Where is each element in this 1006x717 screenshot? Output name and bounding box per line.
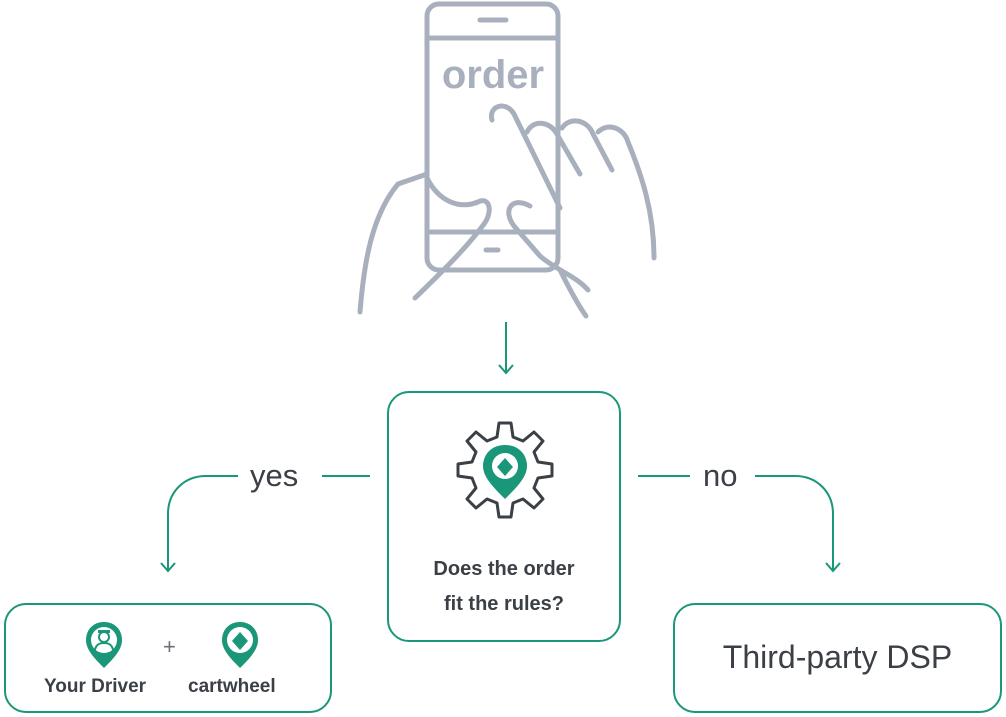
connector-yes: [160, 475, 370, 573]
connector-no: [638, 475, 841, 573]
third-party-dsp-box: Third-party DSP: [673, 603, 1002, 713]
decision-box: Does the order fit the rules?: [387, 391, 621, 642]
decision-text-line1: Does the order: [433, 558, 575, 580]
gear-icon: [456, 421, 554, 519]
cartwheel-pin-icon: [222, 622, 258, 668]
plus-sign: +: [163, 634, 176, 659]
no-label: no: [703, 458, 738, 493]
driver-pin-icon: [86, 622, 122, 668]
phone-screen-text: order: [442, 53, 544, 97]
your-driver-label: Your Driver: [44, 676, 147, 697]
cartwheel-label: cartwheel: [188, 676, 276, 697]
decision-text-line2: fit the rules?: [443, 593, 564, 615]
your-driver-cartwheel-box: Your Driver + cartwheel: [4, 603, 332, 713]
hand-icon: [357, 103, 657, 319]
yes-label: yes: [250, 458, 299, 493]
connector-top: [498, 322, 514, 375]
location-pin-icon: [483, 445, 527, 499]
phone-icon: [424, 1, 561, 273]
third-party-dsp-label: Third-party DSP: [722, 639, 953, 675]
